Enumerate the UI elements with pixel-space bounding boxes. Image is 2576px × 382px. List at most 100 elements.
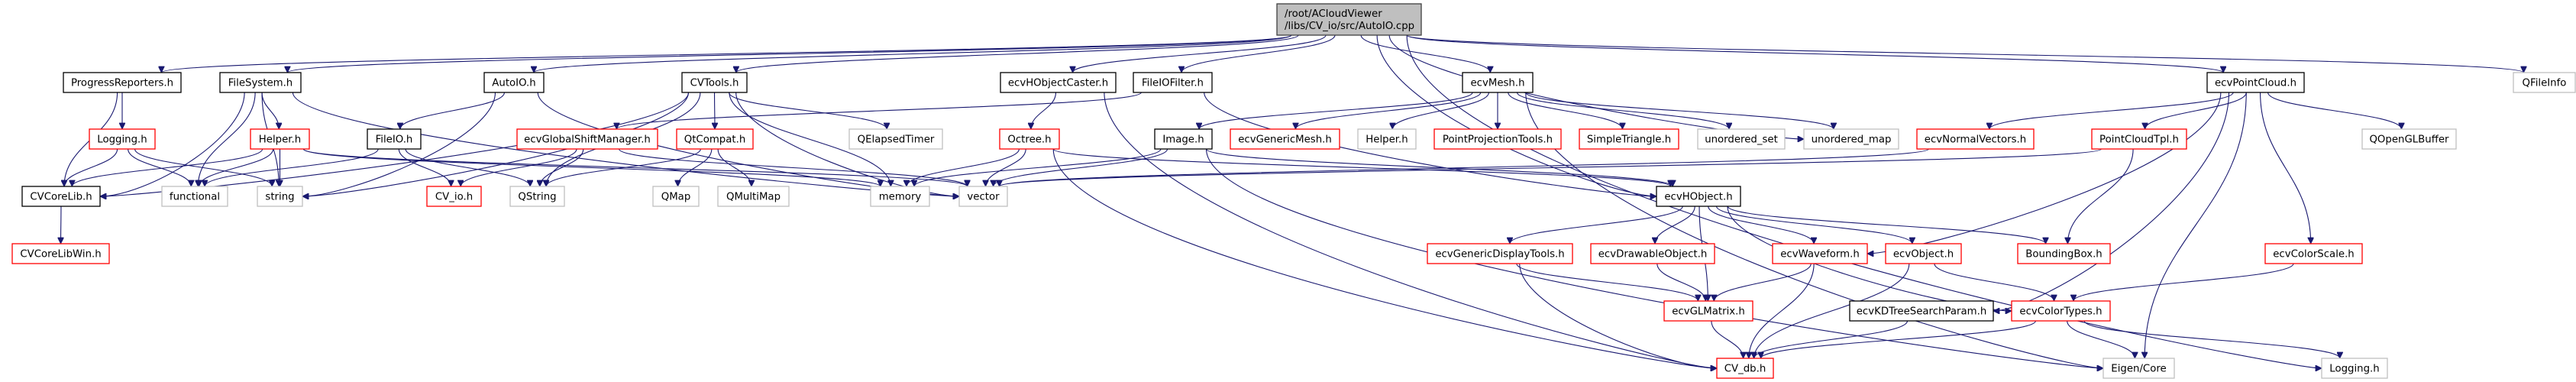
node-box [1000, 72, 1117, 93]
node-root[interactable]: /root/ACloudViewer/libs/CV_io/src/AutoIO… [1276, 3, 1422, 36]
node-label: QElapsedTimer [858, 134, 935, 146]
node-label: ecvGlobalShiftManager.h [524, 134, 651, 146]
node-label: string [265, 192, 294, 203]
node-box [1772, 243, 1868, 264]
node-box [2206, 72, 2305, 93]
node-ecv-waveform[interactable]: ecvWaveform.h [1772, 243, 1868, 264]
edge-ecv-object-to-cv-db [1754, 263, 1910, 358]
node-label: CVTools.h [690, 78, 739, 89]
node-auto-io[interactable]: AutoIO.h [483, 72, 545, 93]
node-cv-db[interactable]: CV_db.h [1716, 358, 1774, 379]
node-simple-triangle[interactable]: SimpleTriangle.h [1579, 128, 1679, 150]
edge-image-to-memory [914, 148, 1162, 186]
edge-ecv-point-cloud-to-eigen-core [2145, 92, 2247, 358]
node-file-system[interactable]: FileSystem.h [219, 72, 302, 93]
node-unordered-set: unordered_set [1697, 128, 1786, 150]
node-box [516, 128, 658, 150]
node-label: ecvMesh.h [1470, 78, 1524, 89]
edge-ecv-point-cloud-to-point-cloud-tpl [2145, 92, 2247, 129]
node-ecv-point-cloud[interactable]: ecvPointCloud.h [2206, 72, 2305, 93]
node-ecv-object[interactable]: ecvObject.h [1885, 243, 1962, 264]
node-functional: functional [161, 186, 228, 207]
edge-cvtools-to-string [302, 92, 690, 196]
node-label: Image.h [1162, 134, 1204, 146]
edge-ecv-mesh-to-eigen-core [1525, 92, 2103, 368]
node-label: Helper.h [1366, 134, 1408, 146]
node-ecv-mesh[interactable]: ecvMesh.h [1462, 72, 1534, 93]
node-box [2264, 243, 2363, 264]
node-point-cloud-tpl[interactable]: PointCloudTpl.h [2091, 128, 2187, 150]
edge-root-to-cvtools [736, 34, 1299, 73]
node-box [2091, 128, 2187, 150]
edge-ecv-generic-display-tools-to-cv-db [1519, 263, 1717, 368]
node-label: FileIO.h [376, 134, 413, 146]
node-ecv-color-scale[interactable]: ecvColorScale.h [2264, 243, 2363, 264]
node-logging-a[interactable]: Logging.h [89, 128, 156, 150]
edge-cvtools-to-vector [735, 92, 959, 196]
node-ecv-generic-mesh[interactable]: ecvGenericMesh.h [1230, 128, 1340, 150]
edge-ecv-global-shift-manager-to-vector [618, 148, 967, 186]
node-ecv-hobject[interactable]: ecvHObject.h [1656, 186, 1741, 207]
nodes-layer: /root/ACloudViewer/libs/CV_io/src/AutoIO… [11, 3, 2576, 379]
node-memory: memory [870, 186, 930, 207]
edge-logging-a-to-cvcore-lib [64, 148, 118, 186]
node-ecv-kdtree-search-param[interactable]: ecvKDTreeSearchParam.h [1849, 300, 1994, 322]
node-label: functional [170, 192, 220, 203]
node-qt-compat[interactable]: QtCompat.h [676, 128, 754, 150]
node-cvcore-lib[interactable]: CVCoreLib.h [21, 186, 101, 207]
node-ecv-drawable-object[interactable]: ecvDrawableObject.h [1590, 243, 1715, 264]
edge-root-to-auto-io [534, 34, 1292, 73]
edge-helper-a-to-cvcore-lib [72, 148, 263, 186]
node-cvcore-lib-win[interactable]: CVCoreLibWin.h [11, 243, 110, 264]
edge-ecv-hobject-caster-to-cv-db [1104, 92, 1717, 368]
node-box [676, 128, 754, 150]
edge-file-io-to-cv-io [398, 148, 451, 186]
node-file-io[interactable]: FileIO.h [367, 128, 422, 150]
node-cvtools[interactable]: CVTools.h [681, 72, 748, 93]
edge-root-to-unordered-map [1388, 34, 1804, 139]
node-file-iofilter[interactable]: FileIOFilter.h [1133, 72, 1213, 93]
node-box [681, 72, 748, 93]
node-cv-io[interactable]: CV_io.h [426, 186, 482, 207]
node-label: SimpleTriangle.h [1587, 134, 1671, 146]
node-label: QtCompat.h [684, 134, 746, 146]
node-label: ecvGLMatrix.h [1672, 306, 1745, 318]
edge-root-to-ecv-hobject-caster [1073, 34, 1327, 73]
edge-octree-to-vector [986, 148, 1026, 186]
node-progress-reporters[interactable]: ProgressReporters.h [63, 72, 182, 93]
edge-octree-to-cv-db [1052, 148, 1717, 368]
node-box [1663, 300, 1753, 322]
node-label: QMultiMap [726, 192, 781, 203]
node-ecv-global-shift-manager[interactable]: ecvGlobalShiftManager.h [516, 128, 658, 150]
node-octree[interactable]: Octree.h [999, 128, 1060, 150]
node-box [2321, 358, 2388, 379]
node-label: Logging.h [97, 134, 147, 146]
node-label: QOpenGLBuffer [2369, 134, 2449, 146]
node-helper-a[interactable]: Helper.h [250, 128, 310, 150]
node-ecv-glmatrix[interactable]: ecvGLMatrix.h [1663, 300, 1753, 322]
node-label: ecvObject.h [1893, 249, 1954, 261]
node-label: ecvWaveform.h [1780, 249, 1860, 261]
node-label: ProgressReporters.h [71, 78, 173, 89]
edge-auto-io-to-file-io [400, 92, 505, 129]
node-ecv-normal-vectors[interactable]: ecvNormalVectors.h [1916, 128, 2035, 150]
node-ecv-color-types[interactable]: ecvColorTypes.h [2011, 300, 2111, 322]
node-label: Octree.h [1007, 134, 1051, 146]
node-box [652, 186, 700, 207]
node-box [2102, 358, 2175, 379]
edge-ecv-color-types-to-cv-db [1761, 320, 2036, 358]
node-box [1154, 128, 1213, 150]
node-box [1579, 128, 1679, 150]
edge-file-iofilter-to-ecv-global-shift-manager [616, 92, 1142, 129]
node-ecv-generic-display-tools[interactable]: ecvGenericDisplayTools.h [1427, 243, 1573, 264]
node-ecv-hobject-caster[interactable]: ecvHObjectCaster.h [1000, 72, 1117, 93]
node-bounding-box[interactable]: BoundingBox.h [2017, 243, 2111, 264]
node-box [999, 128, 1060, 150]
node-point-projection-tools[interactable]: PointProjectionTools.h [1433, 128, 1562, 150]
node-box [1697, 128, 1786, 150]
node-image[interactable]: Image.h [1154, 128, 1213, 150]
node-label: ecvHObjectCaster.h [1008, 78, 1108, 89]
node-label: ecvKDTreeSearchParam.h [1857, 306, 1987, 318]
node-logging-b: Logging.h [2321, 358, 2388, 379]
node-label: PointProjectionTools.h [1443, 134, 1553, 146]
